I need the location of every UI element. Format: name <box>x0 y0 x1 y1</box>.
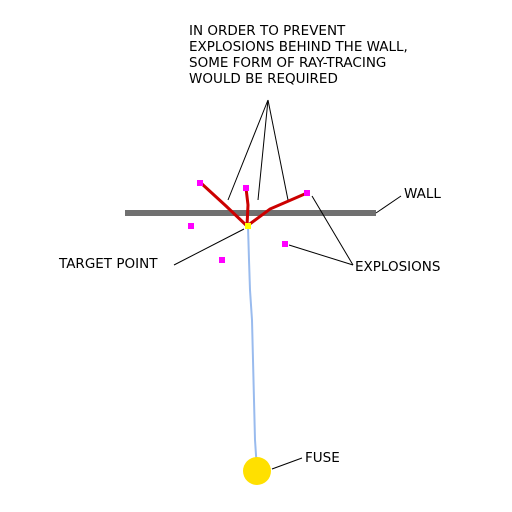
explosion-marker <box>188 223 194 229</box>
annotation-note-line: EXPLOSIONS BEHIND THE WALL, <box>189 39 408 55</box>
ray-trace-left <box>200 182 249 228</box>
note-leader-center <box>257 99 269 201</box>
explosion-marker <box>282 241 288 247</box>
target-point-label: TARGET POINT <box>59 256 158 272</box>
fuse-leader <box>271 457 303 470</box>
fuse-line <box>247 225 258 471</box>
note-leader-right <box>267 99 289 201</box>
fuse-label: FUSE <box>305 450 340 466</box>
annotation-note: IN ORDER TO PREVENT EXPLOSIONS BEHIND TH… <box>189 23 408 87</box>
explosions-group <box>188 180 310 263</box>
annotation-note-line: SOME FORM OF RAY-TRACING <box>189 55 387 71</box>
target-point <box>245 223 251 229</box>
annotation-note-line: WOULD BE REQUIRED <box>189 71 338 87</box>
annotation-note-line: IN ORDER TO PREVENT <box>189 23 346 39</box>
wall-label: WALL <box>404 186 441 202</box>
explosions-leader-lower <box>288 244 354 266</box>
ray-traces <box>200 182 308 228</box>
ray-trace-right <box>246 191 308 228</box>
explosions-leader-upper <box>311 195 354 266</box>
leader-lines <box>173 99 402 470</box>
explosion-marker <box>219 257 225 263</box>
explosion-marker <box>197 180 203 186</box>
explosions-label: EXPLOSIONS <box>355 259 441 275</box>
explosion-marker <box>243 185 249 191</box>
wall-leader <box>375 195 402 214</box>
fuse <box>243 457 271 485</box>
explosion-marker <box>304 190 310 196</box>
ray-trace-center <box>244 187 250 227</box>
note-leader-left <box>227 99 269 201</box>
target-leader <box>173 228 245 266</box>
